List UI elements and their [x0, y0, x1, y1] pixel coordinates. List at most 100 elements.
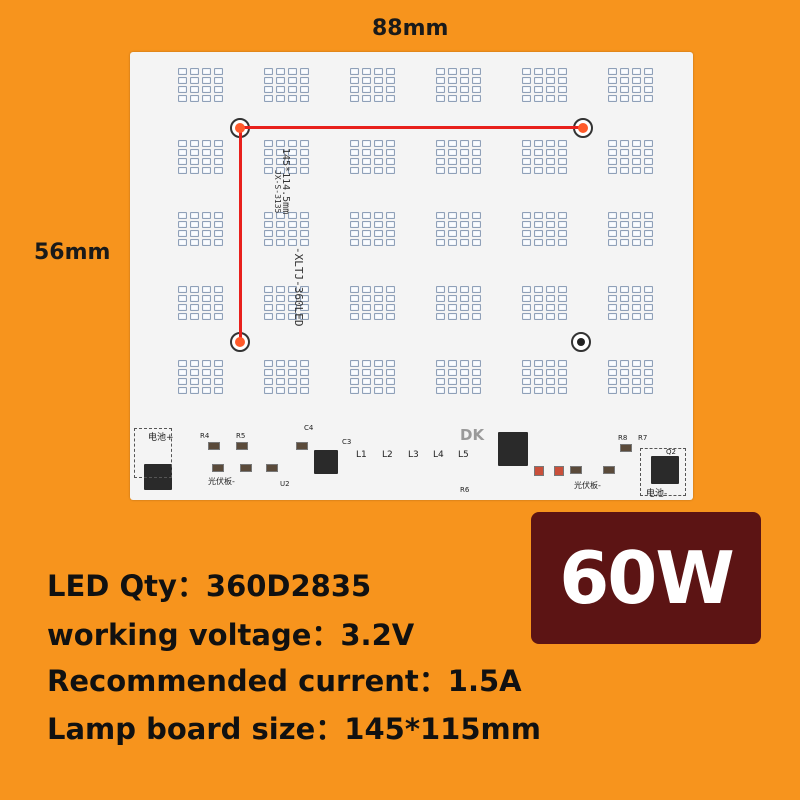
smd-led — [350, 149, 359, 156]
smd-led — [350, 313, 359, 320]
smd-led — [288, 230, 297, 237]
smd-led — [534, 140, 543, 147]
smd-led — [214, 239, 223, 246]
smd-led — [362, 313, 371, 320]
smd-led — [264, 167, 273, 174]
label-r4: R4 — [200, 432, 210, 440]
smd-led — [644, 140, 653, 147]
smd-led — [300, 212, 309, 219]
smd-led — [620, 221, 629, 228]
smd-led — [522, 68, 531, 75]
smd-led — [632, 158, 641, 165]
smd-led — [350, 230, 359, 237]
smd-led — [300, 313, 309, 320]
smd-led — [190, 68, 199, 75]
smd-led — [632, 230, 641, 237]
smd-led — [202, 158, 211, 165]
smd-led — [522, 239, 531, 246]
smd-led — [558, 95, 567, 102]
smd-led — [276, 239, 285, 246]
smd-led — [522, 286, 531, 293]
smd-led — [620, 378, 629, 385]
smd-led — [374, 221, 383, 228]
smd-led — [644, 86, 653, 93]
smd-led — [214, 387, 223, 394]
smd-led — [472, 378, 481, 385]
led-block — [436, 212, 481, 246]
smd-led — [190, 140, 199, 147]
smd-led — [264, 212, 273, 219]
smd-led — [214, 95, 223, 102]
smd-led — [214, 167, 223, 174]
smd-led — [362, 239, 371, 246]
smd-led — [644, 286, 653, 293]
smd-led — [350, 304, 359, 311]
spec-value: 3.2V — [340, 618, 415, 652]
smd-led — [620, 239, 629, 246]
smd-led — [448, 158, 457, 165]
smd-led — [288, 360, 297, 367]
led-block — [436, 140, 481, 174]
smd-led — [362, 221, 371, 228]
smd-led — [546, 360, 555, 367]
smd-led — [620, 313, 629, 320]
led-block — [264, 68, 309, 102]
smd-resistor — [212, 464, 224, 472]
smd-led — [300, 230, 309, 237]
smd-led — [178, 286, 187, 293]
smd-led — [214, 212, 223, 219]
smd-led — [202, 167, 211, 174]
smd-led — [202, 313, 211, 320]
spec-label: LED Qty： — [47, 569, 206, 603]
smd-led — [448, 286, 457, 293]
smd-led — [522, 304, 531, 311]
smd-led — [374, 304, 383, 311]
led-block — [178, 140, 223, 174]
smd-led — [632, 360, 641, 367]
smd-led — [178, 158, 187, 165]
smd-led — [276, 68, 285, 75]
smd-led — [534, 378, 543, 385]
smd-led — [202, 212, 211, 219]
smd-led — [522, 140, 531, 147]
smd-led — [264, 239, 273, 246]
smd-led — [386, 369, 395, 376]
spec-value: 145*115mm — [344, 712, 541, 746]
smd-led — [644, 149, 653, 156]
spec-value: 1.5A — [447, 664, 522, 698]
measure-point-top-right — [578, 123, 588, 133]
smd-resistor — [266, 464, 278, 472]
smd-led — [436, 77, 445, 84]
smd-led — [546, 295, 555, 302]
smd-led — [288, 295, 297, 302]
smd-led — [264, 86, 273, 93]
measure-point-top-left — [235, 123, 245, 133]
smd-led — [522, 313, 531, 320]
smd-led — [472, 360, 481, 367]
smd-led — [608, 360, 617, 367]
smd-led — [448, 369, 457, 376]
smd-led — [264, 313, 273, 320]
smd-led — [264, 230, 273, 237]
smd-led — [534, 68, 543, 75]
smd-led — [202, 369, 211, 376]
led-block — [608, 68, 653, 102]
driver-ic-center — [498, 432, 528, 466]
smd-led — [644, 158, 653, 165]
smd-led — [190, 286, 199, 293]
smd-led — [350, 95, 359, 102]
smd-led — [632, 77, 641, 84]
smd-led — [558, 378, 567, 385]
smd-led — [374, 167, 383, 174]
smd-led — [178, 387, 187, 394]
smd-led — [546, 313, 555, 320]
smd-led — [460, 140, 469, 147]
smd-led — [632, 295, 641, 302]
smd-led — [288, 378, 297, 385]
smd-led — [472, 387, 481, 394]
smd-led — [350, 158, 359, 165]
smd-resistor — [240, 464, 252, 472]
smd-led — [448, 313, 457, 320]
smd-led — [460, 304, 469, 311]
label-r8: R8 — [618, 434, 628, 442]
